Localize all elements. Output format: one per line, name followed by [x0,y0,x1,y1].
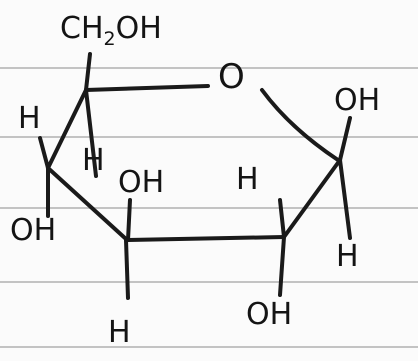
c3-c4-bond [46,166,128,241]
c1-c2-bond [282,158,342,239]
c4-c5-bond [46,88,88,170]
c3-oh-bond [126,198,132,242]
c3-h-label: H [108,315,131,350]
ring-oxygen-c1-bond [260,88,340,162]
c2-oh-label: OH [246,297,293,332]
c4-oh-label: OH [10,213,57,248]
c1-oh-label: OH [334,83,381,118]
ch2oh-main-text: CH [60,11,104,46]
ring-oxygen-label: O [218,57,245,97]
c4-h-inner-label: H [82,143,105,178]
c1-h-bond [338,158,352,240]
c1-oh-bond [338,116,352,162]
c1-h-label: H [336,239,359,274]
ruled-line [0,207,418,209]
ch2oh-label: CH2OH [60,14,162,49]
c4-h-bond [38,136,50,170]
c3-oh-label: OH [118,165,165,200]
c3-h-bond [124,238,130,300]
c2-oh-bond [278,235,286,297]
ch2oh-tail-text: OH [115,11,162,46]
ruled-line [0,67,418,69]
c5-ch2oh-bond [84,52,92,92]
c2-c3-bond [126,235,286,242]
ruled-line [0,136,418,138]
c2-h-label: H [236,162,259,197]
ruled-line [0,346,418,348]
ch2oh-subscript: 2 [103,28,116,50]
c4-h-label: H [18,101,41,136]
c5-ring-oxygen-bond [84,84,210,92]
ruled-line [0,281,418,283]
c5-h-bond [84,88,98,178]
c2-h-bond [278,198,286,239]
